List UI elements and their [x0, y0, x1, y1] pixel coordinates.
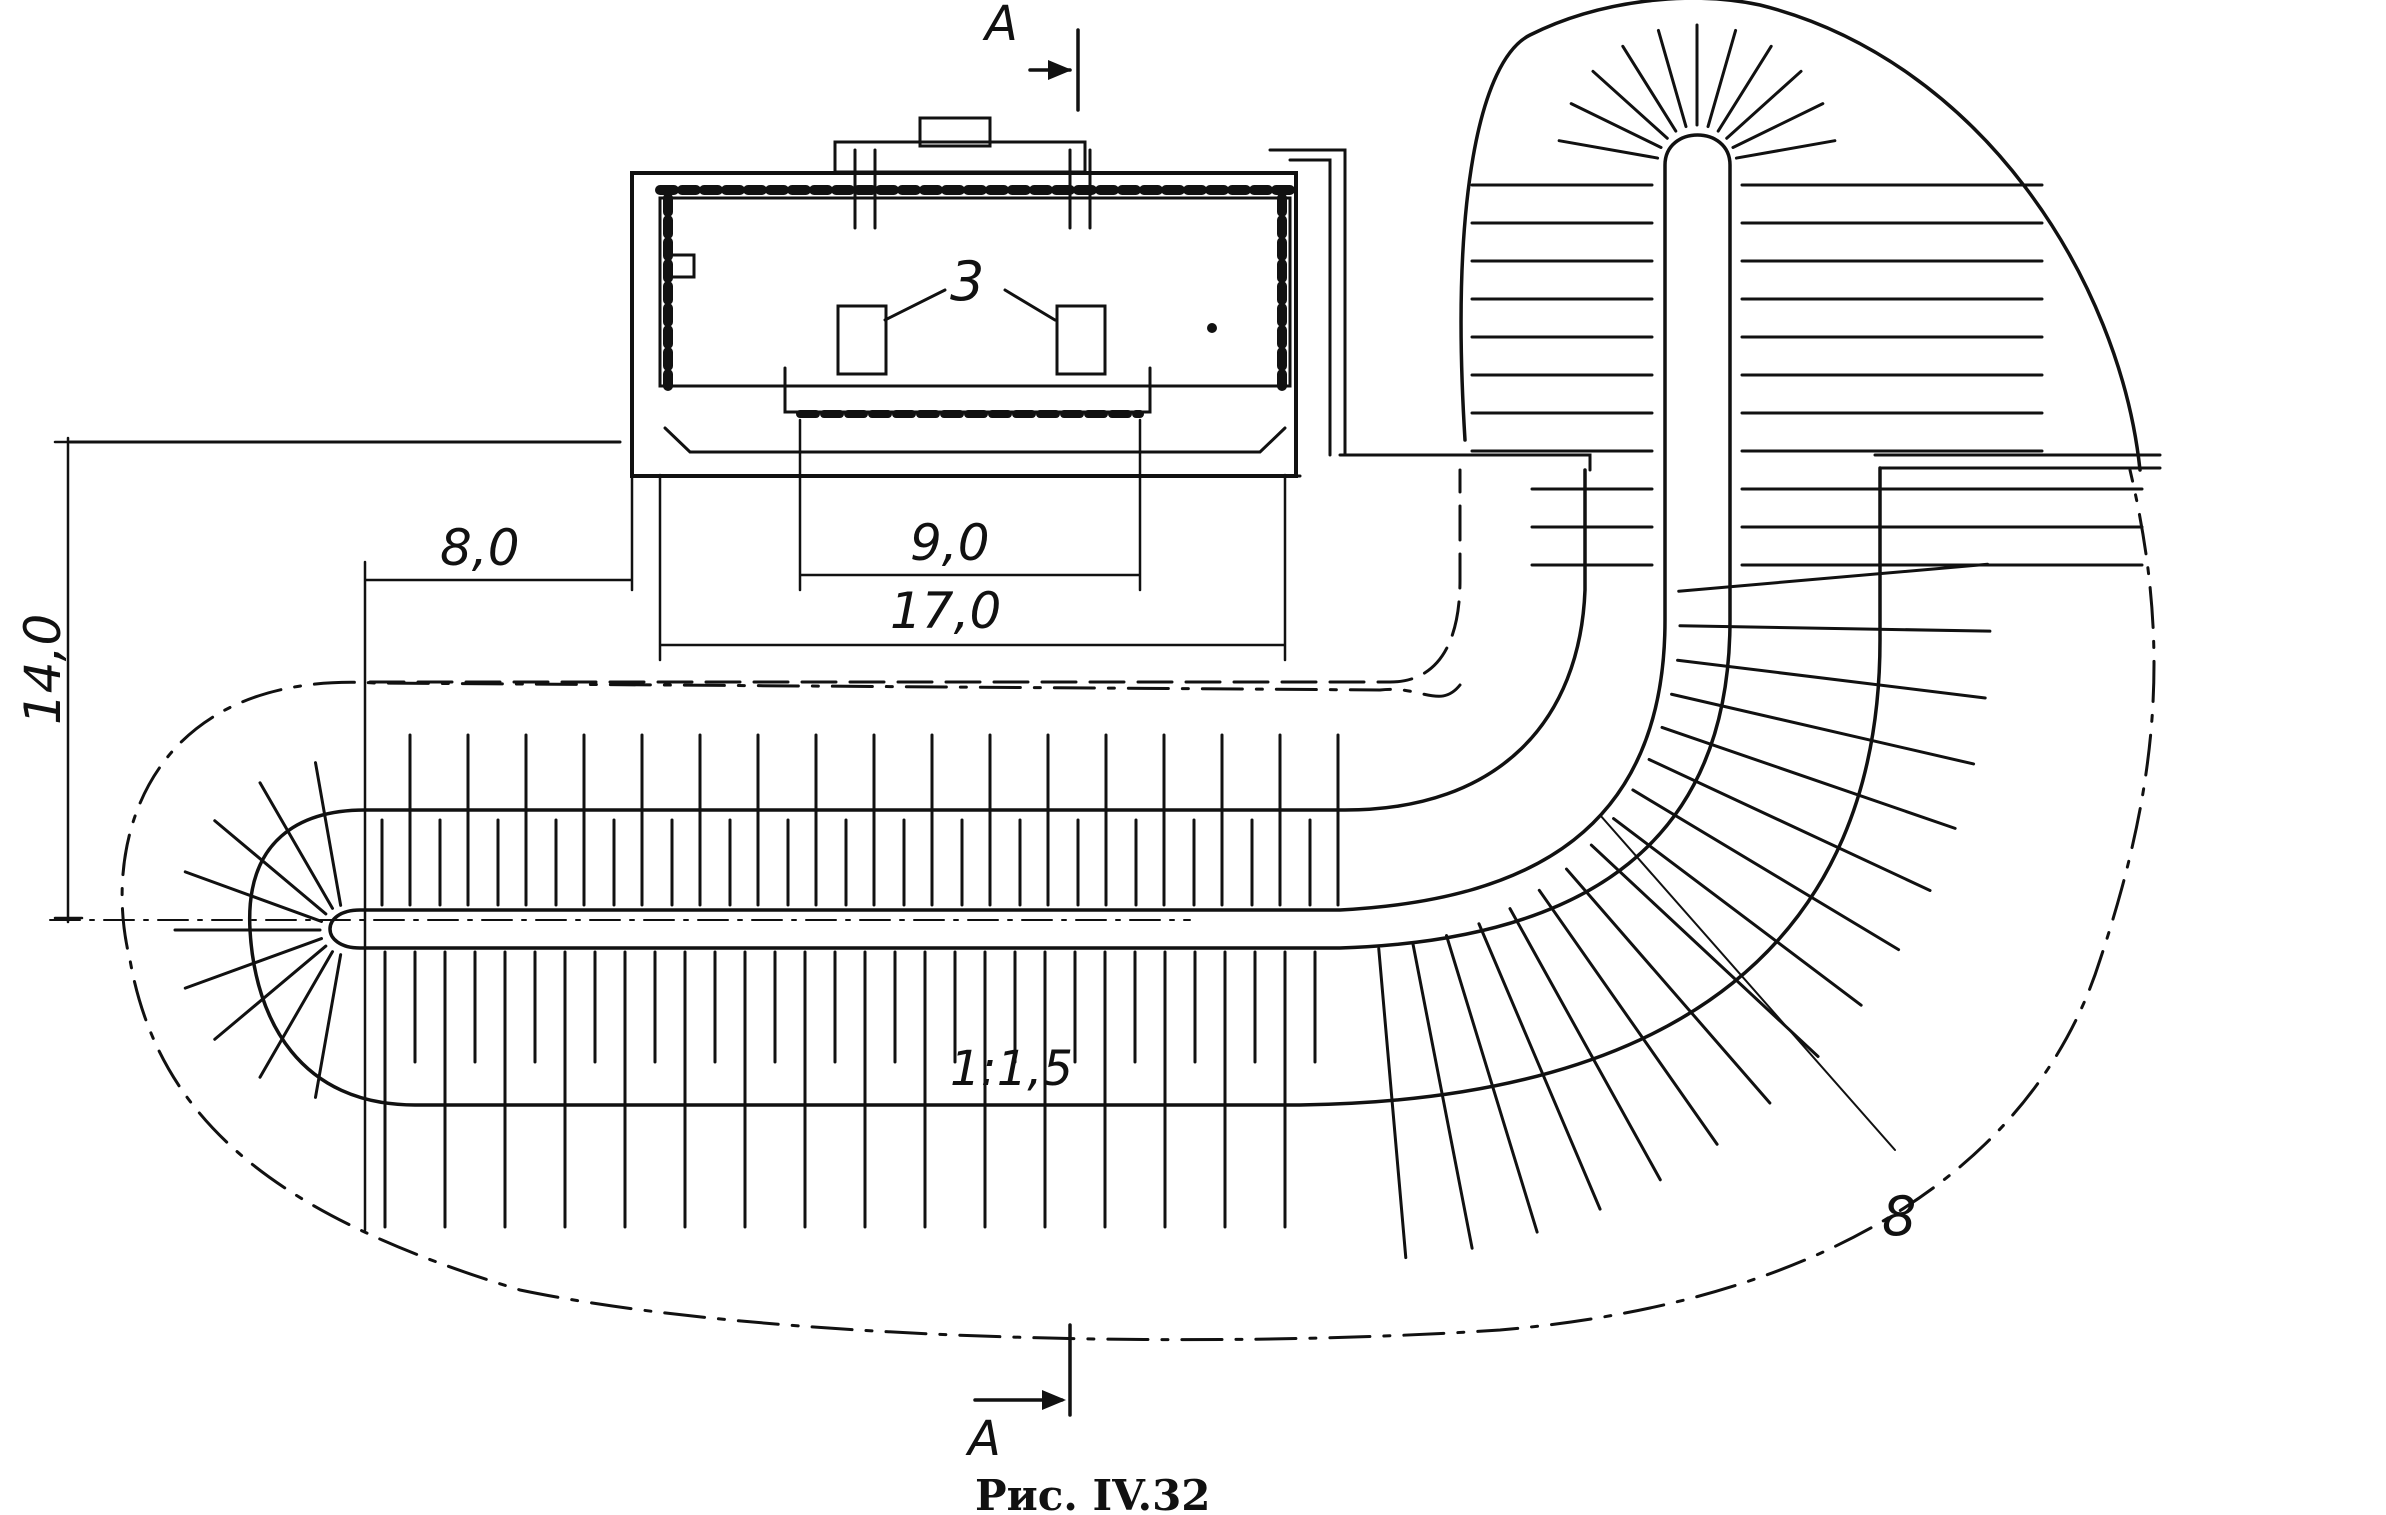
slope-hachure-bend [1377, 947, 1408, 1260]
slope-hachure-bend [1477, 922, 1602, 1211]
slope-hachure-radial [313, 953, 343, 1099]
equipment-unit-left [836, 304, 888, 376]
wall-niche [668, 253, 696, 279]
roof-hatch [833, 140, 1087, 174]
slope-hachure-bend [1411, 942, 1474, 1250]
slope-hachure-radial [213, 819, 328, 916]
slope-hachure-radial [1557, 139, 1660, 160]
section-marker-bottom-label: A [965, 1411, 1001, 1467]
slope-hachure-bend [1508, 907, 1662, 1182]
equipment-unit-right [1055, 304, 1107, 376]
outer-dashed-boundary [120, 468, 2156, 1342]
slope-hachure-radial [213, 944, 328, 1041]
slope-hachure-bend [1631, 788, 1901, 952]
cable-duct [1268, 148, 1347, 457]
slope-hachure-bend [1564, 867, 1772, 1105]
ramp-road [328, 133, 1732, 950]
slope-hachure-bend [1660, 725, 1957, 830]
callout-8-label: 8 [1882, 1185, 1916, 1248]
inner-dashed-boundary [368, 468, 1462, 684]
building-hatched-wall [655, 185, 1295, 391]
slope-hachure-bend [1670, 692, 1976, 766]
slope-hachure-bend [1677, 562, 1990, 593]
slope-hachure-radial [1591, 69, 1669, 140]
slope-hachure-radial [1725, 69, 1803, 140]
roof-bolt-right [1068, 148, 1092, 230]
figure-caption: Рис. IV.32 [975, 1471, 1211, 1515]
slope-hachure-radial [1734, 139, 1837, 160]
callout-8-leader [1599, 814, 1896, 1151]
roof-bolt-left [853, 148, 877, 230]
slope-hachure-radial [258, 781, 334, 910]
dimension-14: 14,0 [14, 436, 84, 924]
upper-embankment-outline [1583, 466, 2162, 472]
slope-label: 1:1,5 [950, 1041, 1073, 1097]
slope-hachure-radial [1621, 44, 1678, 133]
callout-3-label: 3 [950, 250, 984, 313]
dimension-17-label: 17,0 [890, 582, 1001, 640]
section-marker-top: A [982, 0, 1080, 112]
section-marker-bottom: A [965, 1323, 1072, 1467]
slope-hachure-radial [183, 870, 324, 923]
dimension-17: 17,0 [658, 473, 1287, 662]
upper-loop-outline [1459, 0, 2142, 472]
embankment-outline [248, 466, 1882, 1107]
slope-hachure-bend [1589, 843, 1820, 1058]
building: 3 [630, 116, 1347, 478]
building-inner-wall [658, 196, 1292, 388]
ground-line-right [1338, 453, 2162, 472]
dimension-9: 9,0 [798, 418, 1142, 592]
slope-hachure-bend [1678, 624, 1992, 633]
slope-hachure-bend [1537, 888, 1719, 1146]
dimension-8: 8,0 [363, 468, 634, 1232]
dimension-8-label: 8,0 [440, 519, 520, 577]
building-outer-wall [630, 171, 1298, 478]
slope-hachure-bend [1612, 817, 1863, 1007]
slope-hachure-bend [1676, 658, 1987, 700]
dimension-9-label: 9,0 [910, 514, 990, 572]
slope-hachure-radial [1656, 28, 1688, 129]
section-marker-top-label: A [982, 0, 1018, 52]
slope-hachure-radial [1569, 102, 1663, 149]
slope-hachure-radial [258, 950, 334, 1079]
slope-hachure-radial [1716, 44, 1773, 133]
callout-3-leader [883, 288, 1057, 322]
dimension-14-label: 14,0 [14, 614, 72, 725]
slope-hachure-bend [1444, 934, 1539, 1234]
slope-hachures [173, 23, 2144, 1260]
building-lower-frame [663, 426, 1287, 454]
roof-vent [918, 116, 992, 148]
slope-hachure-radial [1706, 28, 1738, 129]
slope-hachure-radial [183, 937, 324, 990]
slope-hachure-bend [1647, 757, 1932, 892]
slope-hachure-radial [1731, 102, 1825, 149]
slope-hachure-radial [313, 761, 343, 907]
equipment-dot [1207, 323, 1217, 333]
